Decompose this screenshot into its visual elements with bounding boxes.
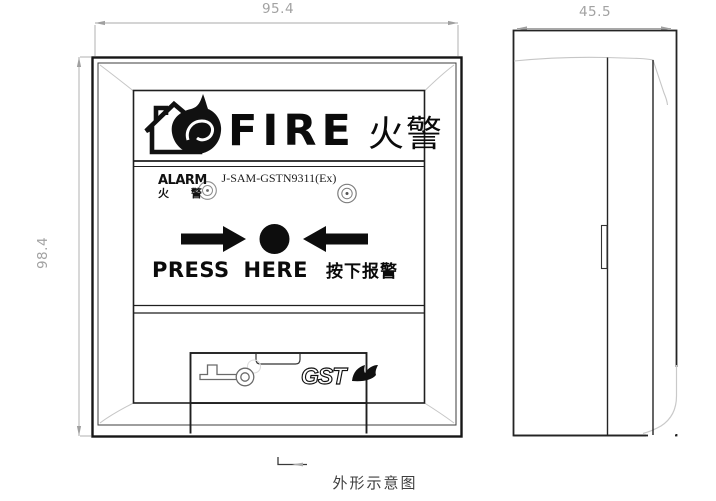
press-arrows: [181, 224, 368, 254]
house-fire-icon: [144, 94, 222, 155]
key-icon: [199, 364, 255, 387]
section-mark: [277, 457, 307, 467]
front-bezel-frame: [97, 62, 457, 426]
bezel-corner-lines: [99, 64, 455, 424]
bottom-key-panel: GST: [189, 352, 378, 434]
dimension-front-height: 98.4: [35, 236, 51, 270]
side-outline: [512, 29, 678, 437]
model-number: J-SAM-GSTN9311(Ex): [221, 171, 337, 185]
fire-header-label: FIRE 火警: [228, 104, 442, 158]
press-label-cn: 按下报警: [326, 262, 399, 282]
panel-tab-notch: [255, 354, 301, 365]
drawing-caption: 外形示意图: [332, 474, 418, 492]
alarm-label-en: ALARM: [158, 173, 207, 188]
gst-logo: GST: [300, 362, 378, 390]
side-back-curve: [642, 365, 678, 435]
led-indicator-right: [337, 183, 357, 204]
fire-label-cn: 火警: [367, 114, 444, 155]
front-view: GST: [91, 56, 463, 438]
press-here-label: PRESS HERE 按下报警: [140, 257, 410, 282]
fire-label-en: FIRE: [228, 106, 356, 156]
dimension-side-depth: 45.5: [578, 4, 612, 20]
press-label-en: PRESS HERE: [151, 258, 308, 282]
dimension-lines: [78, 22, 671, 437]
screw-hole: [246, 359, 262, 374]
gst-logo-text: GST: [301, 363, 348, 389]
arrow-right-icon: [181, 226, 246, 252]
side-view: [512, 29, 678, 437]
led-indicator-left: [198, 181, 217, 200]
gst-leaf-icon: [352, 365, 378, 382]
alarm-label-cn: 火 警: [158, 186, 211, 200]
dimension-front-width: 95.4: [261, 1, 295, 17]
arrow-left-icon: [303, 226, 368, 252]
alarm-label-block: ALARM 火 警: [158, 173, 218, 200]
side-latch-detail: [600, 224, 608, 270]
press-button-dot: [259, 224, 290, 254]
side-bezel-curve: [513, 56, 669, 106]
dimension-arrowheads: [76, 20, 671, 436]
